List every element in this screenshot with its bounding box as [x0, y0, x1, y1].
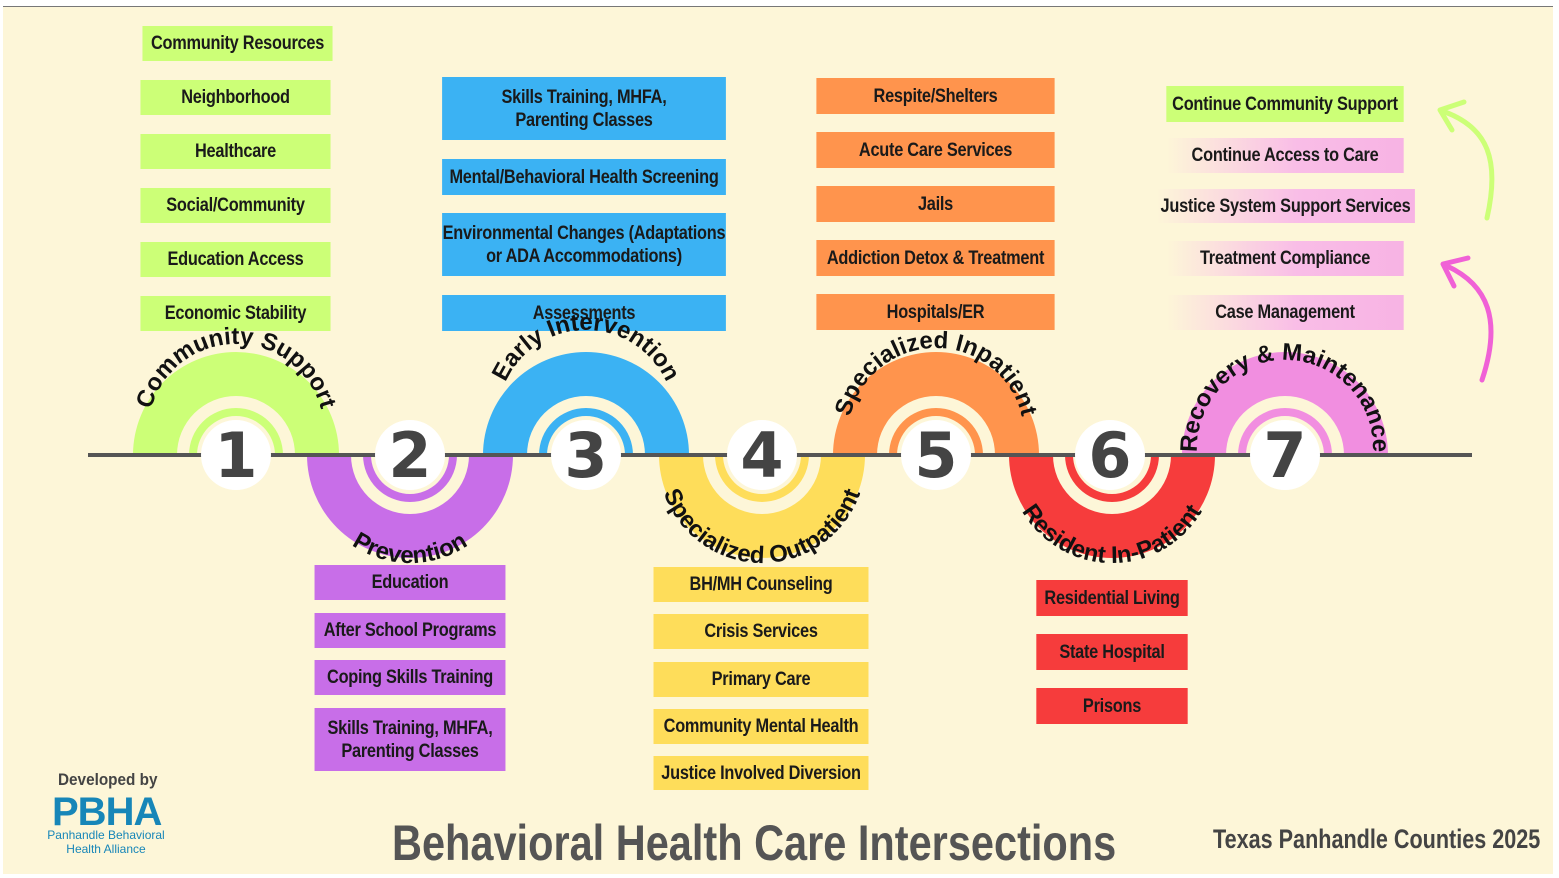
stage-number-7: 7 — [1263, 419, 1306, 492]
environmental-changes-box: Environmental Changes (Adaptations or AD… — [442, 213, 726, 276]
prisons-box: Prisons — [1036, 688, 1188, 724]
treatment-compliance-box: Treatment Compliance — [1166, 241, 1404, 276]
arc-inner-prevention — [363, 455, 457, 502]
page-title: Behavioral Health Care Intersections — [392, 815, 1117, 871]
residential-living-box: Residential Living — [1036, 580, 1188, 616]
stage-number-4: 4 — [740, 419, 783, 492]
state-hospital-box: State Hospital — [1036, 634, 1188, 670]
justice-support-box: Justice System Support Services — [1156, 189, 1415, 223]
pbha-logo: PBHA — [52, 790, 162, 834]
stage-1-marker — [201, 420, 271, 490]
arc-community-support — [133, 352, 339, 455]
after-school-box: After School Programs — [314, 613, 506, 648]
education-box: Education — [314, 565, 506, 600]
arc-inner-specialized-outpatient — [715, 455, 809, 502]
crisis-services-box: Crisis Services — [653, 614, 869, 649]
arc-inner-community-support — [189, 408, 283, 455]
healthcare-box: Healthcare — [140, 134, 331, 169]
neighborhood-box: Neighborhood — [140, 80, 331, 115]
pink-cycle-arrow — [1440, 255, 1494, 383]
arc-prevention — [307, 455, 513, 558]
arc-inner-resident-inpatient — [1065, 455, 1159, 502]
arc-inner-specialized-inpatient — [889, 408, 983, 455]
acute-care-box: Acute Care Services — [816, 132, 1055, 168]
stage-number-2: 2 — [388, 419, 431, 492]
continue-access-box: Continue Access to Care — [1166, 138, 1404, 173]
pbha-org-name: Panhandle Behavioral Health Alliance — [47, 828, 165, 856]
education-access-box: Education Access — [140, 242, 331, 277]
stage-2-marker — [375, 420, 445, 490]
case-management-box: Case Management — [1166, 295, 1404, 330]
coping-skills-box: Coping Skills Training — [314, 660, 506, 695]
stage-4-marker — [727, 420, 797, 490]
community-mental-health-box: Community Mental Health — [653, 709, 869, 744]
stage-number-3: 3 — [564, 419, 607, 492]
justice-diversion-box: Justice Involved Diversion — [653, 756, 869, 790]
stage-7-marker — [1250, 420, 1320, 490]
stage-number-1: 1 — [214, 419, 257, 492]
continue-community-support-box: Continue Community Support — [1166, 86, 1404, 122]
economic-stability-box: Economic Stability — [140, 296, 331, 331]
health-screening-box: Mental/Behavioral Health Screening — [442, 159, 726, 195]
arc-resident-inpatient — [1009, 455, 1215, 558]
arc-early-intervention — [483, 352, 689, 455]
skills-training-top-box: Skills Training, MHFA, Parenting Classes — [442, 77, 726, 140]
social-community-box: Social/Community — [140, 188, 331, 223]
addiction-detox-box: Addiction Detox & Treatment — [816, 240, 1055, 276]
bh-mh-counseling-box: BH/MH Counseling — [653, 567, 869, 602]
stage-3-marker — [551, 420, 621, 490]
arc-recovery-maintenance — [1182, 352, 1388, 455]
arc-inner-early-intervention — [539, 408, 633, 455]
stage-6-marker — [1075, 420, 1145, 490]
stage-number-6: 6 — [1088, 419, 1131, 492]
green-cycle-arrow — [1437, 99, 1495, 221]
skills-training-bottom-box: Skills Training, MHFA, Parenting Classes — [314, 708, 506, 771]
region-year-text: Texas Panhandle Counties 2025 — [1213, 824, 1541, 854]
arc-specialized-inpatient — [833, 352, 1039, 455]
primary-care-box: Primary Care — [653, 662, 869, 697]
assessments-box: Assessments — [442, 295, 726, 331]
stage-5-marker — [901, 420, 971, 490]
stage-number-5: 5 — [914, 419, 957, 492]
hospitals-er-box: Hospitals/ER — [816, 294, 1055, 330]
community-resources-box: Community Resources — [142, 26, 333, 61]
arc-inner-recovery-maintenance — [1238, 408, 1332, 455]
developed-by-text: Developed by — [58, 770, 158, 789]
arc-specialized-outpatient — [659, 455, 865, 558]
respite-shelters-box: Respite/Shelters — [816, 78, 1055, 114]
jails-box: Jails — [816, 186, 1055, 222]
